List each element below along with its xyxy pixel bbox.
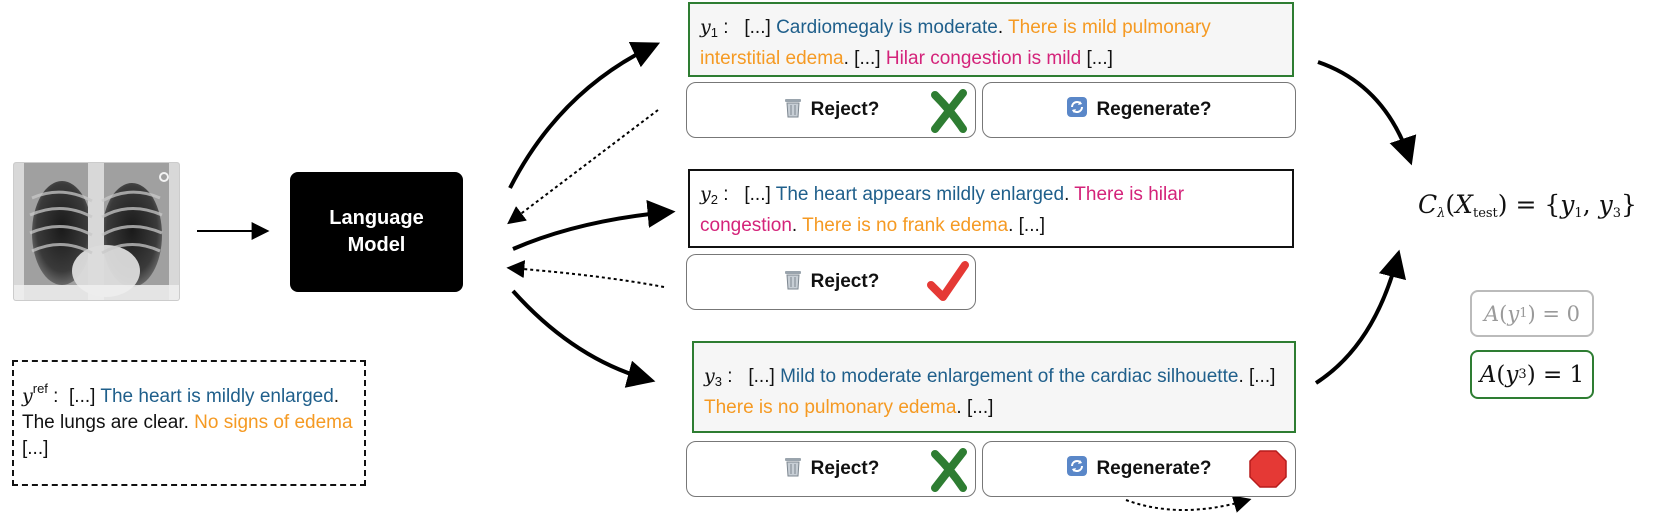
report-y2-box: y2 : [...] The heart appears mildly enla… (688, 169, 1294, 248)
report-y2-seg-2: There is hilar congestion (700, 184, 1185, 236)
refresh-icon (1066, 455, 1088, 483)
reference-seg-1: . The lungs are clear. (22, 386, 340, 433)
y1-regenerate-label: Regenerate? (1096, 99, 1212, 120)
report-y2-seg-4: There is no frank edema (802, 215, 1009, 236)
cset-arg-var: X (1455, 190, 1473, 219)
reject2-feedback-arrow (506, 260, 665, 288)
reference-report-box: yref : [...] The heart is mildly enlarge… (12, 360, 366, 486)
y2-reject-button[interactable]: Reject? (686, 254, 976, 310)
report-y2-seg-0: The heart appears mildly enlarged (775, 184, 1065, 205)
report-y3-seg-3: . [...] (956, 397, 994, 418)
trash-icon (783, 268, 803, 296)
report-y3-lead: [...] (748, 366, 775, 387)
report-y1-seg-5: [...] (1081, 48, 1113, 69)
reference-seg-3: [...] (22, 438, 49, 459)
refresh-icon (1066, 96, 1088, 124)
report-y3-seg-2: There is no pulmonary edema (704, 397, 957, 418)
reference-sup: ref (32, 381, 48, 396)
reference-lead: [...] (69, 386, 96, 407)
model-to-y1-arrow (508, 41, 661, 189)
report-y1-seg-1: . (997, 17, 1009, 38)
y3-reject-label: Reject? (810, 458, 880, 479)
report-y3-seg-1: . [...] (1238, 366, 1276, 387)
report-y1-lead: [...] (744, 17, 771, 38)
report-y1-seg-3: . [...] (843, 48, 886, 69)
report-y2-seg-3: . (791, 215, 803, 236)
model-to-y2-arrow (512, 200, 676, 251)
report-y1-sub: 1 (710, 25, 718, 40)
y1-reject-button[interactable]: Reject? (686, 82, 976, 138)
report-y3-var: y (704, 365, 715, 387)
report-y2-lead: [...] (744, 184, 771, 205)
language-model-label: Language Model (329, 207, 424, 256)
conformal-set-formula: Cλ(Xtest) = {y1, y3} (1418, 190, 1637, 221)
reference-seg-2: No signs of edema (194, 412, 353, 433)
y3-reject-button[interactable]: Reject? (686, 441, 976, 497)
stop-sign-icon (1249, 450, 1287, 494)
y1-to-set-arrow (1317, 60, 1417, 166)
green-cross-icon (929, 448, 969, 498)
y3-regenerate-button[interactable]: Regenerate? (982, 441, 1296, 497)
report-y2-var: y (700, 183, 711, 205)
red-check-icon (925, 259, 971, 311)
report-y1-seg-2: There is mild pulmonary interstitial ede… (700, 17, 1211, 69)
report-y2-sub: 2 (710, 192, 718, 207)
reject1-feedback-arrow (507, 109, 659, 225)
report-y2-seg-1: . (1064, 184, 1075, 205)
cset-lhs-var: C (1418, 190, 1438, 219)
report-y2-seg-5: . [...] (1008, 215, 1046, 236)
report-y1-seg-0: Cardiomegaly is moderate (776, 17, 998, 38)
cset-lhs-sub: λ (1437, 206, 1446, 221)
trash-icon (783, 96, 803, 124)
cset-arg-sub: test (1472, 206, 1498, 221)
model-to-y3-arrow (511, 289, 656, 388)
language-model-box: Language Model (290, 172, 463, 292)
y3-regenerate-label: Regenerate? (1096, 458, 1212, 479)
report-y3-seg-0: Mild to moderate enlargement of the card… (780, 366, 1239, 387)
chest-xray-image (14, 163, 179, 300)
y1-reject-label: Reject? (810, 99, 880, 120)
regenerate-feedback-arrow (1125, 495, 1252, 513)
reference-var: y (22, 385, 33, 407)
trash-icon (783, 455, 803, 483)
report-y3-sub: 3 (714, 374, 722, 389)
report-y1-var: y (700, 16, 711, 38)
y1-regenerate-button[interactable]: Regenerate? (982, 82, 1296, 138)
report-y1-box: y1 : [...] Cardiomegaly is moderate. The… (688, 2, 1294, 77)
y3-to-set-arrow (1314, 249, 1407, 385)
report-y3-box: y3 : [...] Mild to moderate enlargement … (692, 341, 1296, 433)
y2-reject-label: Reject? (810, 271, 880, 292)
green-cross-icon (929, 89, 969, 139)
reference-seg-0: The heart is mildly enlarged (100, 386, 334, 407)
report-y1-seg-4: Hilar congestion is mild (885, 48, 1082, 69)
